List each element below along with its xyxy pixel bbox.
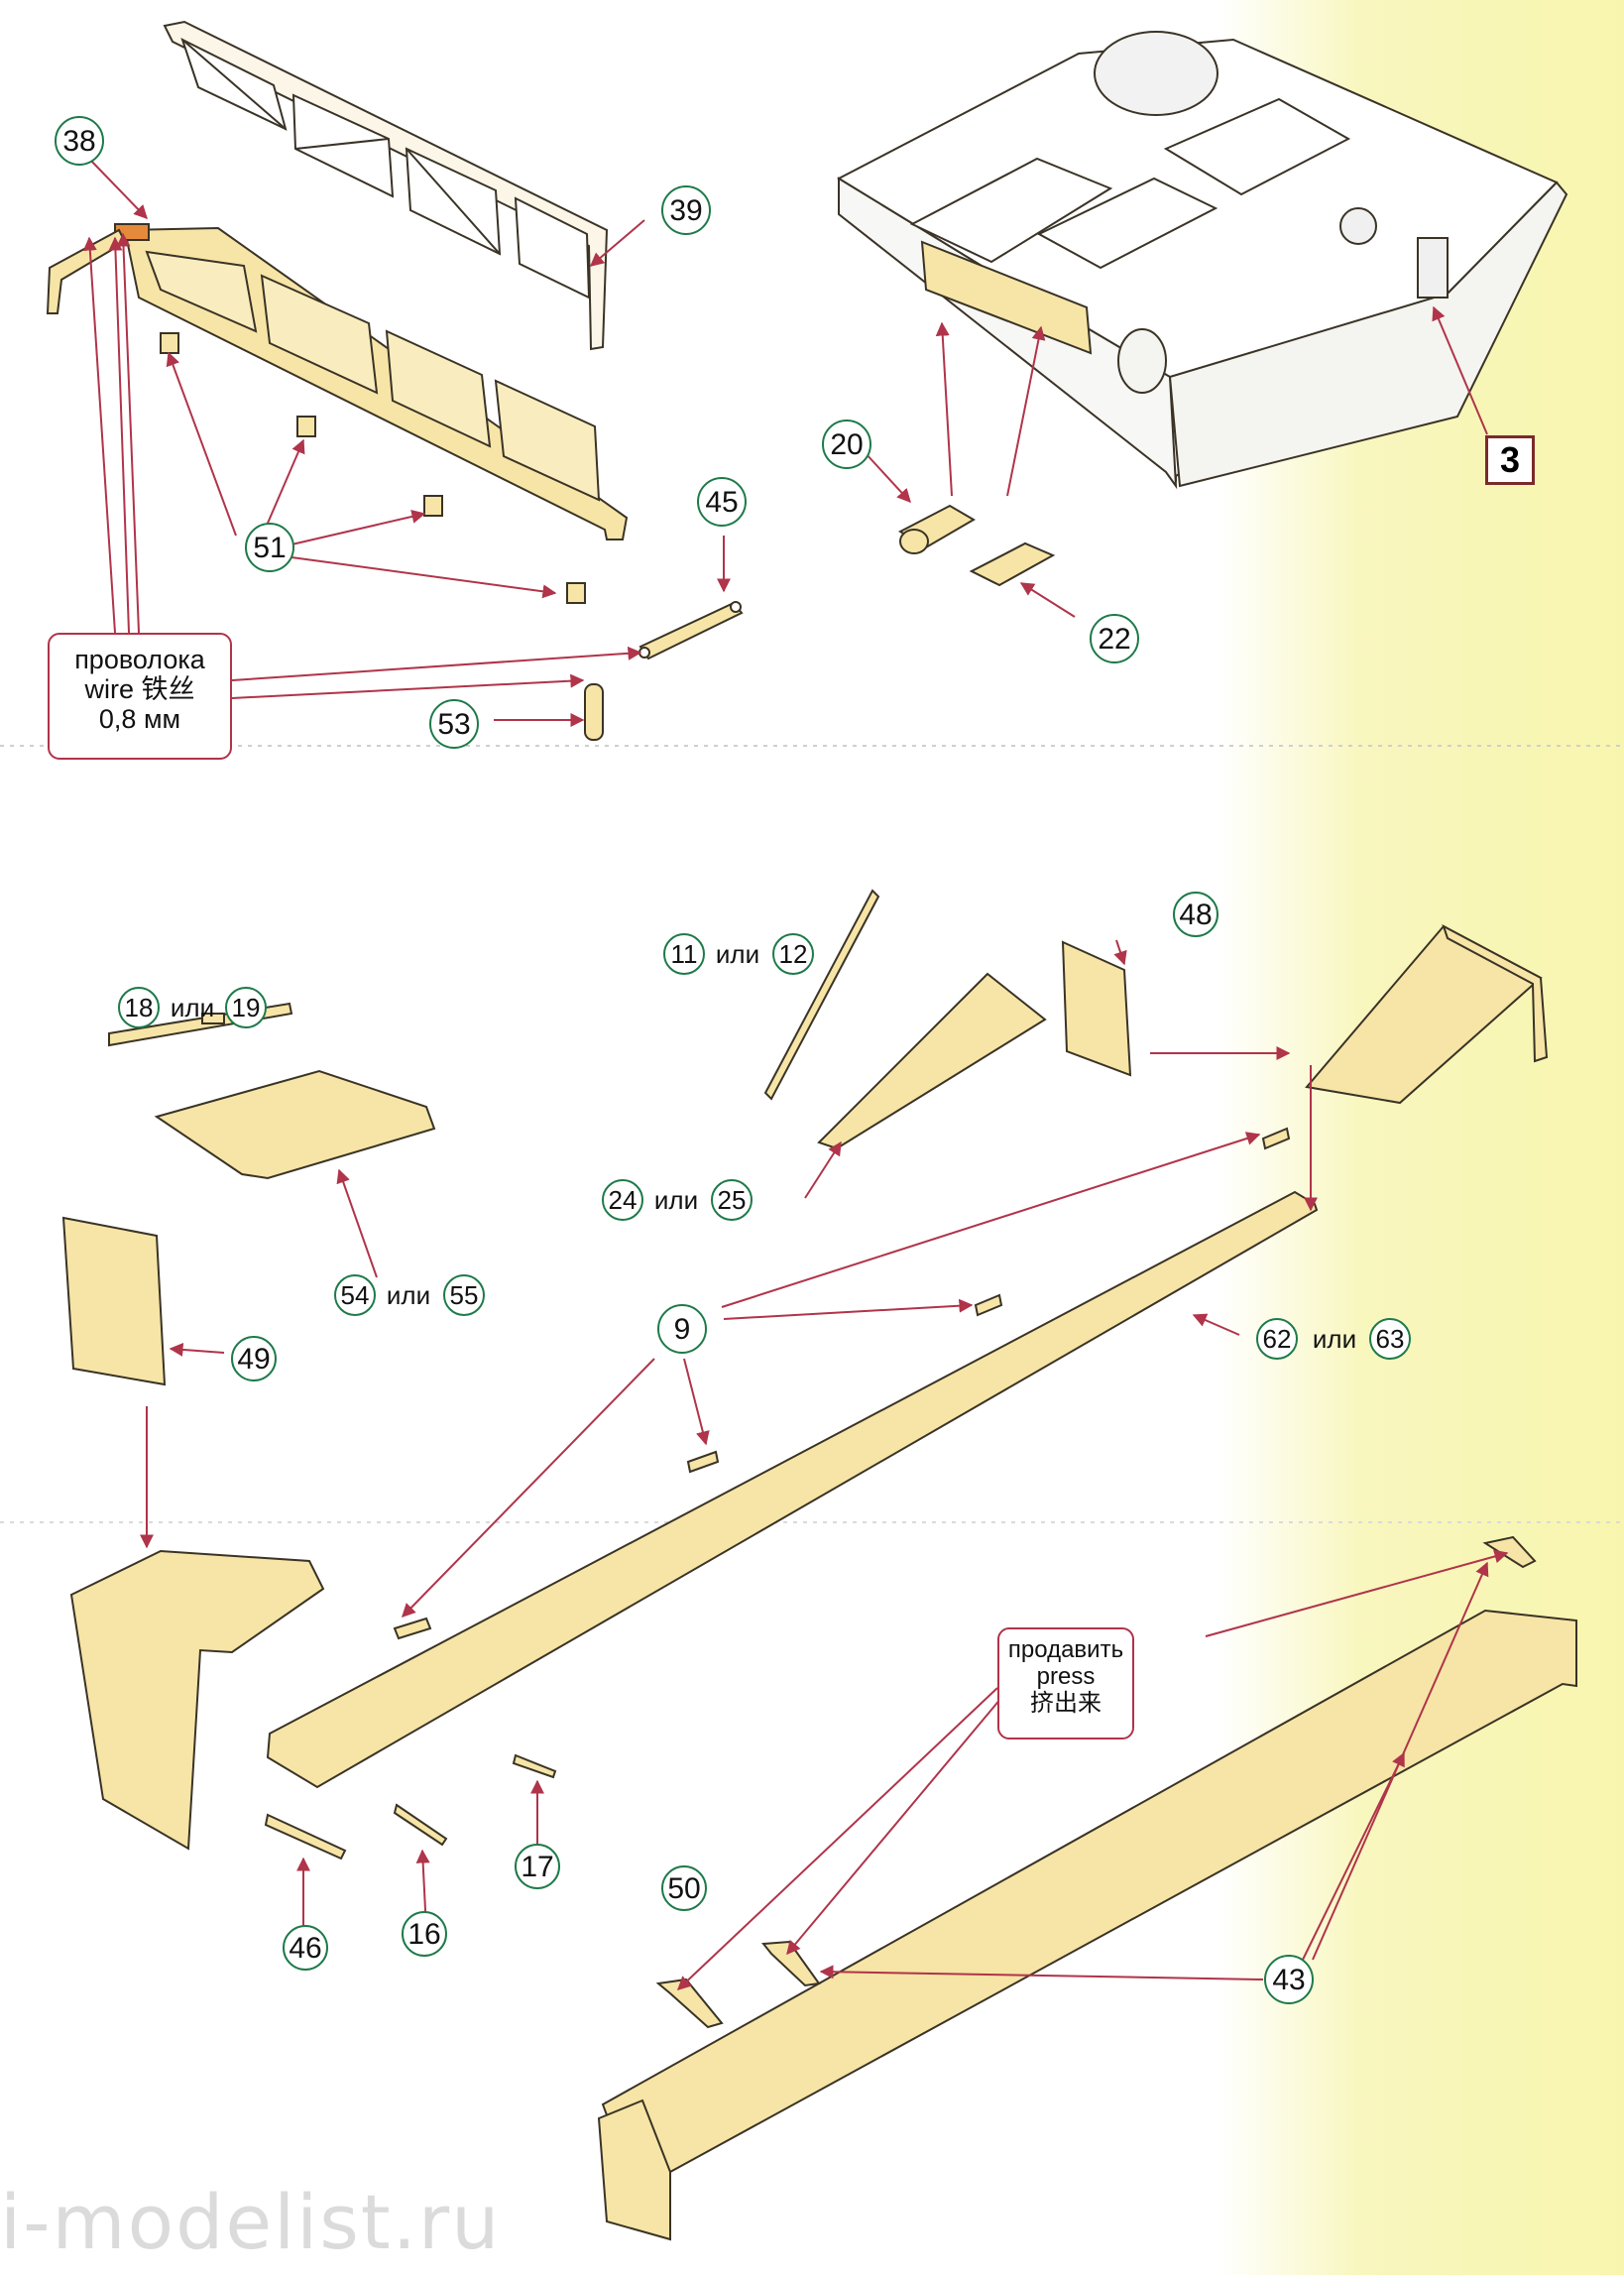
mudflap-lower xyxy=(597,2099,671,2241)
railing-frame-part-39 xyxy=(163,20,609,351)
spring-tabs-50-43 xyxy=(655,1535,1537,2029)
callout-39-label: 39 xyxy=(669,194,702,227)
callout-62-label: 62 xyxy=(1263,1324,1292,1354)
callout-22: 22 xyxy=(1090,614,1139,663)
callout-18-or-19: 18 или 19 xyxy=(118,987,267,1028)
press-note: продавить press 挤出来 xyxy=(997,1627,1134,1740)
or-word: или xyxy=(716,939,759,969)
hinge-parts-51 xyxy=(160,332,586,604)
callout-11-or-12: 11 или 12 xyxy=(663,933,814,975)
callout-55-label: 55 xyxy=(450,1280,479,1310)
mudflap-front xyxy=(69,1549,325,1851)
callout-39: 39 xyxy=(661,185,711,235)
parts-22-plate xyxy=(969,541,1056,587)
wire-note-line-1: проволока xyxy=(74,645,205,674)
step-number-badge: 3 xyxy=(1485,435,1535,485)
callout-9: 9 xyxy=(657,1304,707,1354)
callout-16-label: 16 xyxy=(407,1918,440,1951)
callout-51: 51 xyxy=(245,523,294,572)
callout-48: 48 xyxy=(1173,892,1218,937)
or-word: или xyxy=(387,1280,430,1310)
callout-63-label: 63 xyxy=(1376,1324,1405,1354)
small-tabs-9 xyxy=(393,1127,1291,1640)
wire-note: проволока wire 铁丝 0,8 мм xyxy=(48,633,232,760)
callout-20-label: 20 xyxy=(830,428,863,461)
callout-9-label: 9 xyxy=(674,1313,691,1346)
callout-51-label: 51 xyxy=(253,532,286,564)
or-word: или xyxy=(1313,1324,1356,1354)
callout-11-label: 11 xyxy=(671,939,698,969)
strips-46-16-17 xyxy=(264,1753,557,1860)
end-hook-left xyxy=(46,228,127,314)
callout-45: 45 xyxy=(697,477,747,527)
or-word: или xyxy=(171,993,214,1022)
callout-48-label: 48 xyxy=(1179,899,1212,931)
callout-49-label: 49 xyxy=(237,1343,270,1376)
link-53 xyxy=(584,683,604,741)
bracket-11-12 xyxy=(763,889,880,1101)
callout-12-label: 12 xyxy=(779,939,808,969)
callout-16: 16 xyxy=(402,1911,447,1957)
mudflap-48 xyxy=(1061,940,1132,1077)
callout-54-label: 54 xyxy=(341,1280,370,1310)
or-word: или xyxy=(654,1185,698,1215)
callout-25-label: 25 xyxy=(718,1185,747,1215)
press-note-line-1: продавить xyxy=(1007,1636,1124,1663)
press-note-line-3: 挤出来 xyxy=(1030,1689,1102,1717)
callout-22-label: 22 xyxy=(1098,623,1130,656)
fender-end-assembly xyxy=(1305,923,1549,1105)
callout-43: 43 xyxy=(1264,1955,1314,2004)
link-arm-45 xyxy=(638,601,744,660)
callout-49: 49 xyxy=(231,1336,277,1381)
callout-53: 53 xyxy=(429,699,479,749)
callout-19-label: 19 xyxy=(232,993,261,1022)
callout-17: 17 xyxy=(515,1844,560,1889)
wire-note-line-3: 0,8 мм xyxy=(98,704,181,735)
hull-assembly xyxy=(836,31,1568,490)
callout-24-or-25: 24 или 25 xyxy=(602,1179,753,1221)
wire-note-line-2: wire 铁丝 xyxy=(84,674,195,705)
callout-50-label: 50 xyxy=(667,1872,700,1905)
callout-46-label: 46 xyxy=(289,1932,321,1965)
bracket-24-25 xyxy=(817,972,1047,1150)
callout-43-label: 43 xyxy=(1272,1964,1305,1996)
callout-24-label: 24 xyxy=(609,1185,638,1215)
callout-46: 46 xyxy=(283,1925,328,1971)
callout-53-label: 53 xyxy=(437,708,470,741)
callout-18-label: 18 xyxy=(125,993,154,1022)
callout-54-or-55: 54 или 55 xyxy=(334,1274,485,1316)
callout-62-or-63: 62 или 63 xyxy=(1256,1318,1411,1360)
callout-38: 38 xyxy=(55,116,104,166)
callout-45-label: 45 xyxy=(705,486,738,519)
callout-38-label: 38 xyxy=(62,125,95,158)
callout-17-label: 17 xyxy=(521,1851,553,1883)
callout-50: 50 xyxy=(661,1865,707,1911)
callout-20: 20 xyxy=(822,420,871,469)
railing-frame-part-38 xyxy=(114,223,629,540)
mudflap-49 xyxy=(61,1216,167,1386)
callouts: 38 39 51 45 53 20 22 11 или 12 48 18 или… xyxy=(55,116,1411,2004)
press-note-line-2: press xyxy=(1036,1662,1096,1690)
watermark-text: i-modelist.ru xyxy=(0,2178,502,2266)
fender-plate-54-55 xyxy=(154,1069,436,1180)
